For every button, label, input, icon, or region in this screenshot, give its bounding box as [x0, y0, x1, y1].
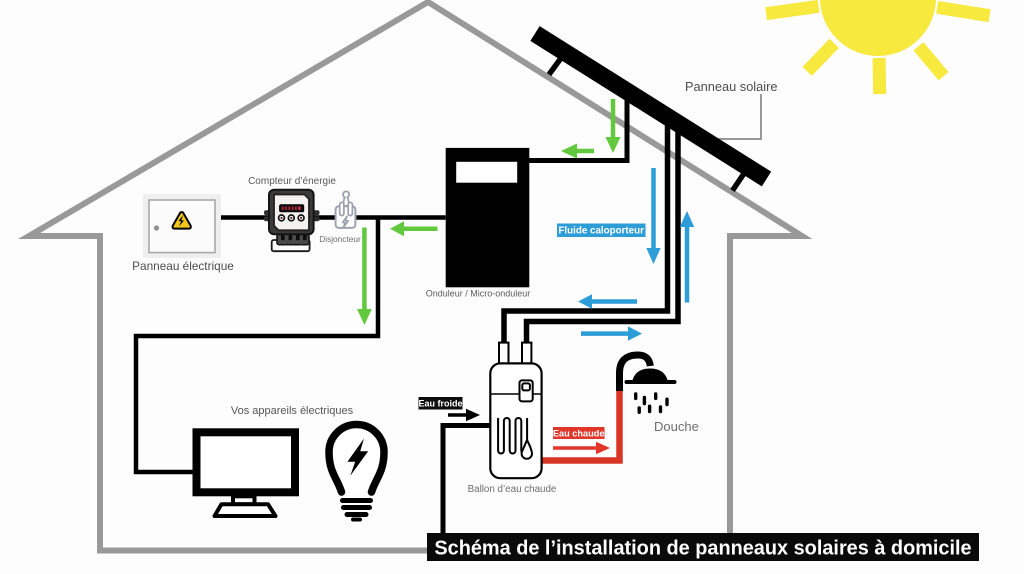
svg-text:Disjoncteur: Disjoncteur: [319, 234, 361, 244]
svg-text:Onduleur / Micro-onduleur: Onduleur / Micro-onduleur: [426, 289, 531, 299]
svg-text:Schéma de l’installation de pa: Schéma de l’installation de panneaux sol…: [434, 538, 971, 560]
svg-text:Compteur d’énergie: Compteur d’énergie: [248, 176, 336, 187]
svg-text:Vos appareils électriques: Vos appareils électriques: [231, 405, 354, 417]
svg-text:Eau froide: Eau froide: [418, 399, 462, 409]
svg-text:Panneau solaire: Panneau solaire: [685, 79, 778, 94]
svg-text:Panneau électrique: Panneau électrique: [132, 259, 234, 273]
svg-text:Eau chaude: Eau chaude: [553, 428, 605, 438]
svg-text:Douche: Douche: [654, 419, 699, 434]
svg-text:Ballon d’eau chaude: Ballon d’eau chaude: [468, 484, 557, 495]
svg-text:Fluide caloporteur: Fluide caloporteur: [558, 226, 644, 237]
